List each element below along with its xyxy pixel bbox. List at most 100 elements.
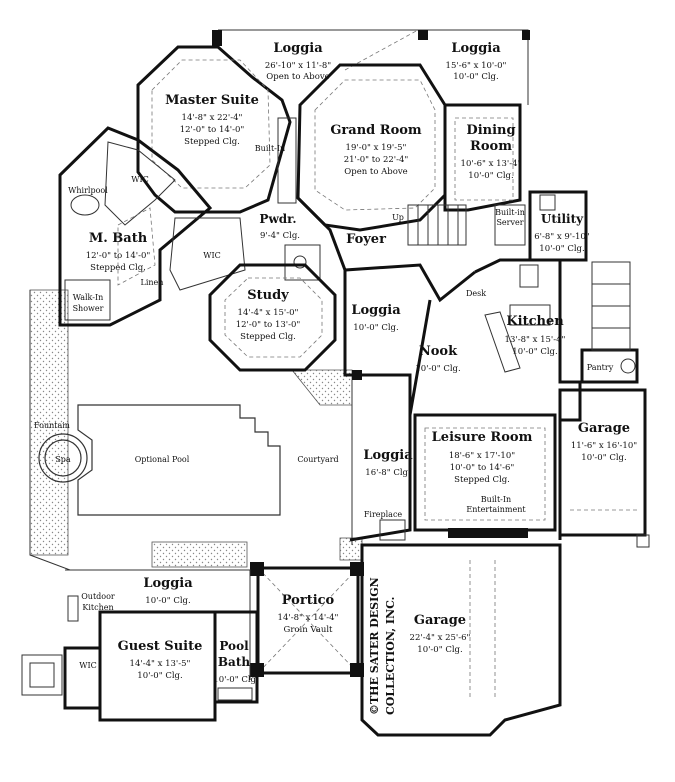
- grand-room-ceiling: [314, 79, 436, 211]
- room-dims: 22'-4" x 25'-6": [410, 633, 471, 643]
- fireplace: [379, 519, 406, 541]
- garage-main-walls: [360, 543, 562, 737]
- master-suite-ceiling: [151, 59, 271, 189]
- room-name: M. Bath: [89, 231, 148, 246]
- room-ceiling: 10'-0" Clg.: [145, 596, 190, 606]
- pantry-label: Pantry: [587, 363, 614, 372]
- room-ceiling: 10'-0" Clg.: [213, 675, 258, 685]
- column: [212, 30, 222, 46]
- master-bath-ceiling: [117, 207, 156, 286]
- room-name: Pool: [219, 639, 249, 653]
- powder-toilet: [293, 255, 307, 269]
- room-name: Portico: [282, 593, 335, 608]
- room-ceiling: Open to Above: [266, 72, 329, 82]
- room-ceiling: 12'-0" to 13'-0": [236, 320, 301, 330]
- courtyard-label: Courtyard: [297, 455, 338, 464]
- guest-wing: [21, 569, 259, 722]
- room-dims: 11'-6" x 16'-10": [571, 441, 637, 451]
- room-name: Foyer: [346, 232, 386, 247]
- study-area: [208, 263, 337, 372]
- room-name: Grand Room: [330, 123, 422, 138]
- room-name: Nook: [419, 344, 458, 359]
- room-ceiling: 16'-8" Clg.: [365, 468, 410, 478]
- loggia-left-walls: [349, 415, 412, 542]
- room-ceiling: 10'-0" Clg.: [417, 645, 462, 655]
- loggia-top-area: [212, 29, 530, 105]
- room-ceiling: 10'-0" Clg.: [539, 244, 584, 254]
- room-name: Garage: [578, 421, 630, 436]
- study-walls: [208, 263, 337, 372]
- room-ceiling-note: Stepped Clg.: [184, 137, 240, 147]
- room-name: Garage: [414, 613, 466, 628]
- room-ceiling-note: Stepped Clg.: [454, 475, 510, 485]
- built-in-ent-label: Entertainment: [466, 505, 526, 514]
- garage-post: [636, 534, 650, 548]
- credit-line-1: ©THE SATER DESIGN: [368, 577, 381, 715]
- leisure-area: [349, 370, 557, 542]
- desk-label: Desk: [466, 289, 486, 298]
- fixture-labels: WIC WIC WIC Whirlpool Linen Walk-In Show…: [34, 144, 614, 670]
- room-labels: Loggia 26'-10" x 11'-8" Open to Above Lo…: [86, 41, 638, 685]
- leisure-ceiling: [424, 427, 546, 521]
- spa-label: Spa: [55, 455, 71, 464]
- garage-right-walls: [558, 388, 647, 537]
- room-dims: 18'-6" x 17'-10": [449, 451, 515, 461]
- master-bath-walls: [58, 126, 213, 327]
- column: [522, 30, 530, 40]
- room-dims: 10'-6" x 13'-4": [461, 159, 522, 169]
- room-dims: 26'-10" x 11'-8": [265, 61, 331, 71]
- courtyard-planter-bottom: [151, 541, 248, 568]
- room-name: Kitchen: [506, 314, 564, 329]
- outdoor-grill: [67, 595, 79, 622]
- room-ceiling: 10'-0" Clg.: [353, 323, 398, 333]
- outdoor-kitchen-label: Outdoor: [81, 592, 115, 601]
- room-ceiling: 10'-0" to 14'-6": [450, 463, 515, 473]
- kitchen-walls: [474, 258, 582, 540]
- room-ceiling: 9'-4" Clg.: [260, 231, 300, 241]
- wic-label: WIC: [131, 175, 149, 184]
- room-dims: 12'-0" to 14'-0": [86, 251, 151, 261]
- room-ceiling: 10'-0" Clg.: [453, 72, 498, 82]
- master-wing: [58, 45, 292, 327]
- groin-vault-line: [257, 567, 359, 674]
- room-ceiling: Stepped Clg.: [90, 263, 146, 273]
- room-name: Study: [247, 288, 289, 303]
- main-garage-area: [360, 543, 562, 737]
- room-name: Dining: [466, 123, 515, 138]
- foyer-walls: [296, 196, 476, 303]
- spa: [38, 433, 88, 483]
- built-in-server-label: Built-in: [495, 208, 525, 217]
- linen-label: Linen: [141, 278, 164, 287]
- master-suite-walls: [136, 45, 292, 214]
- room-name: Pwdr.: [259, 212, 296, 226]
- stair-up-label: Up: [392, 213, 404, 222]
- optional-pool: [77, 404, 281, 516]
- spa-inner: [44, 439, 82, 477]
- room-ceiling-note: Open to Above: [344, 167, 407, 177]
- whirlpool-tub: [70, 194, 100, 216]
- master-wic-walls: [104, 141, 176, 226]
- pool-bath-walls: [213, 610, 259, 704]
- built-in-cabinet: [277, 117, 297, 204]
- exterior-planter: [21, 654, 63, 696]
- foyer-area: [284, 196, 476, 303]
- room-dims: 13'-8" x 15'-4": [505, 335, 566, 345]
- room-ceiling-note: Stepped Clg.: [240, 332, 296, 342]
- courtyard-area: [29, 289, 363, 571]
- column: [418, 30, 428, 40]
- staircase: [407, 204, 467, 246]
- column: [350, 562, 364, 576]
- room-name: Room: [470, 139, 512, 154]
- built-in-server-label: Server: [496, 218, 523, 227]
- fountain-label: Fountain: [34, 421, 70, 430]
- column: [350, 663, 364, 677]
- room-name: Guest Suite: [118, 639, 203, 654]
- wic-label: WIC: [79, 661, 97, 670]
- column: [352, 370, 362, 380]
- room-dims: 14'-4" x 13'-5": [130, 659, 191, 669]
- room-name: Loggia: [143, 576, 193, 591]
- room-name: Loggia: [363, 448, 413, 463]
- kitchen-island: [484, 311, 521, 373]
- wic-label: WIC: [203, 251, 221, 260]
